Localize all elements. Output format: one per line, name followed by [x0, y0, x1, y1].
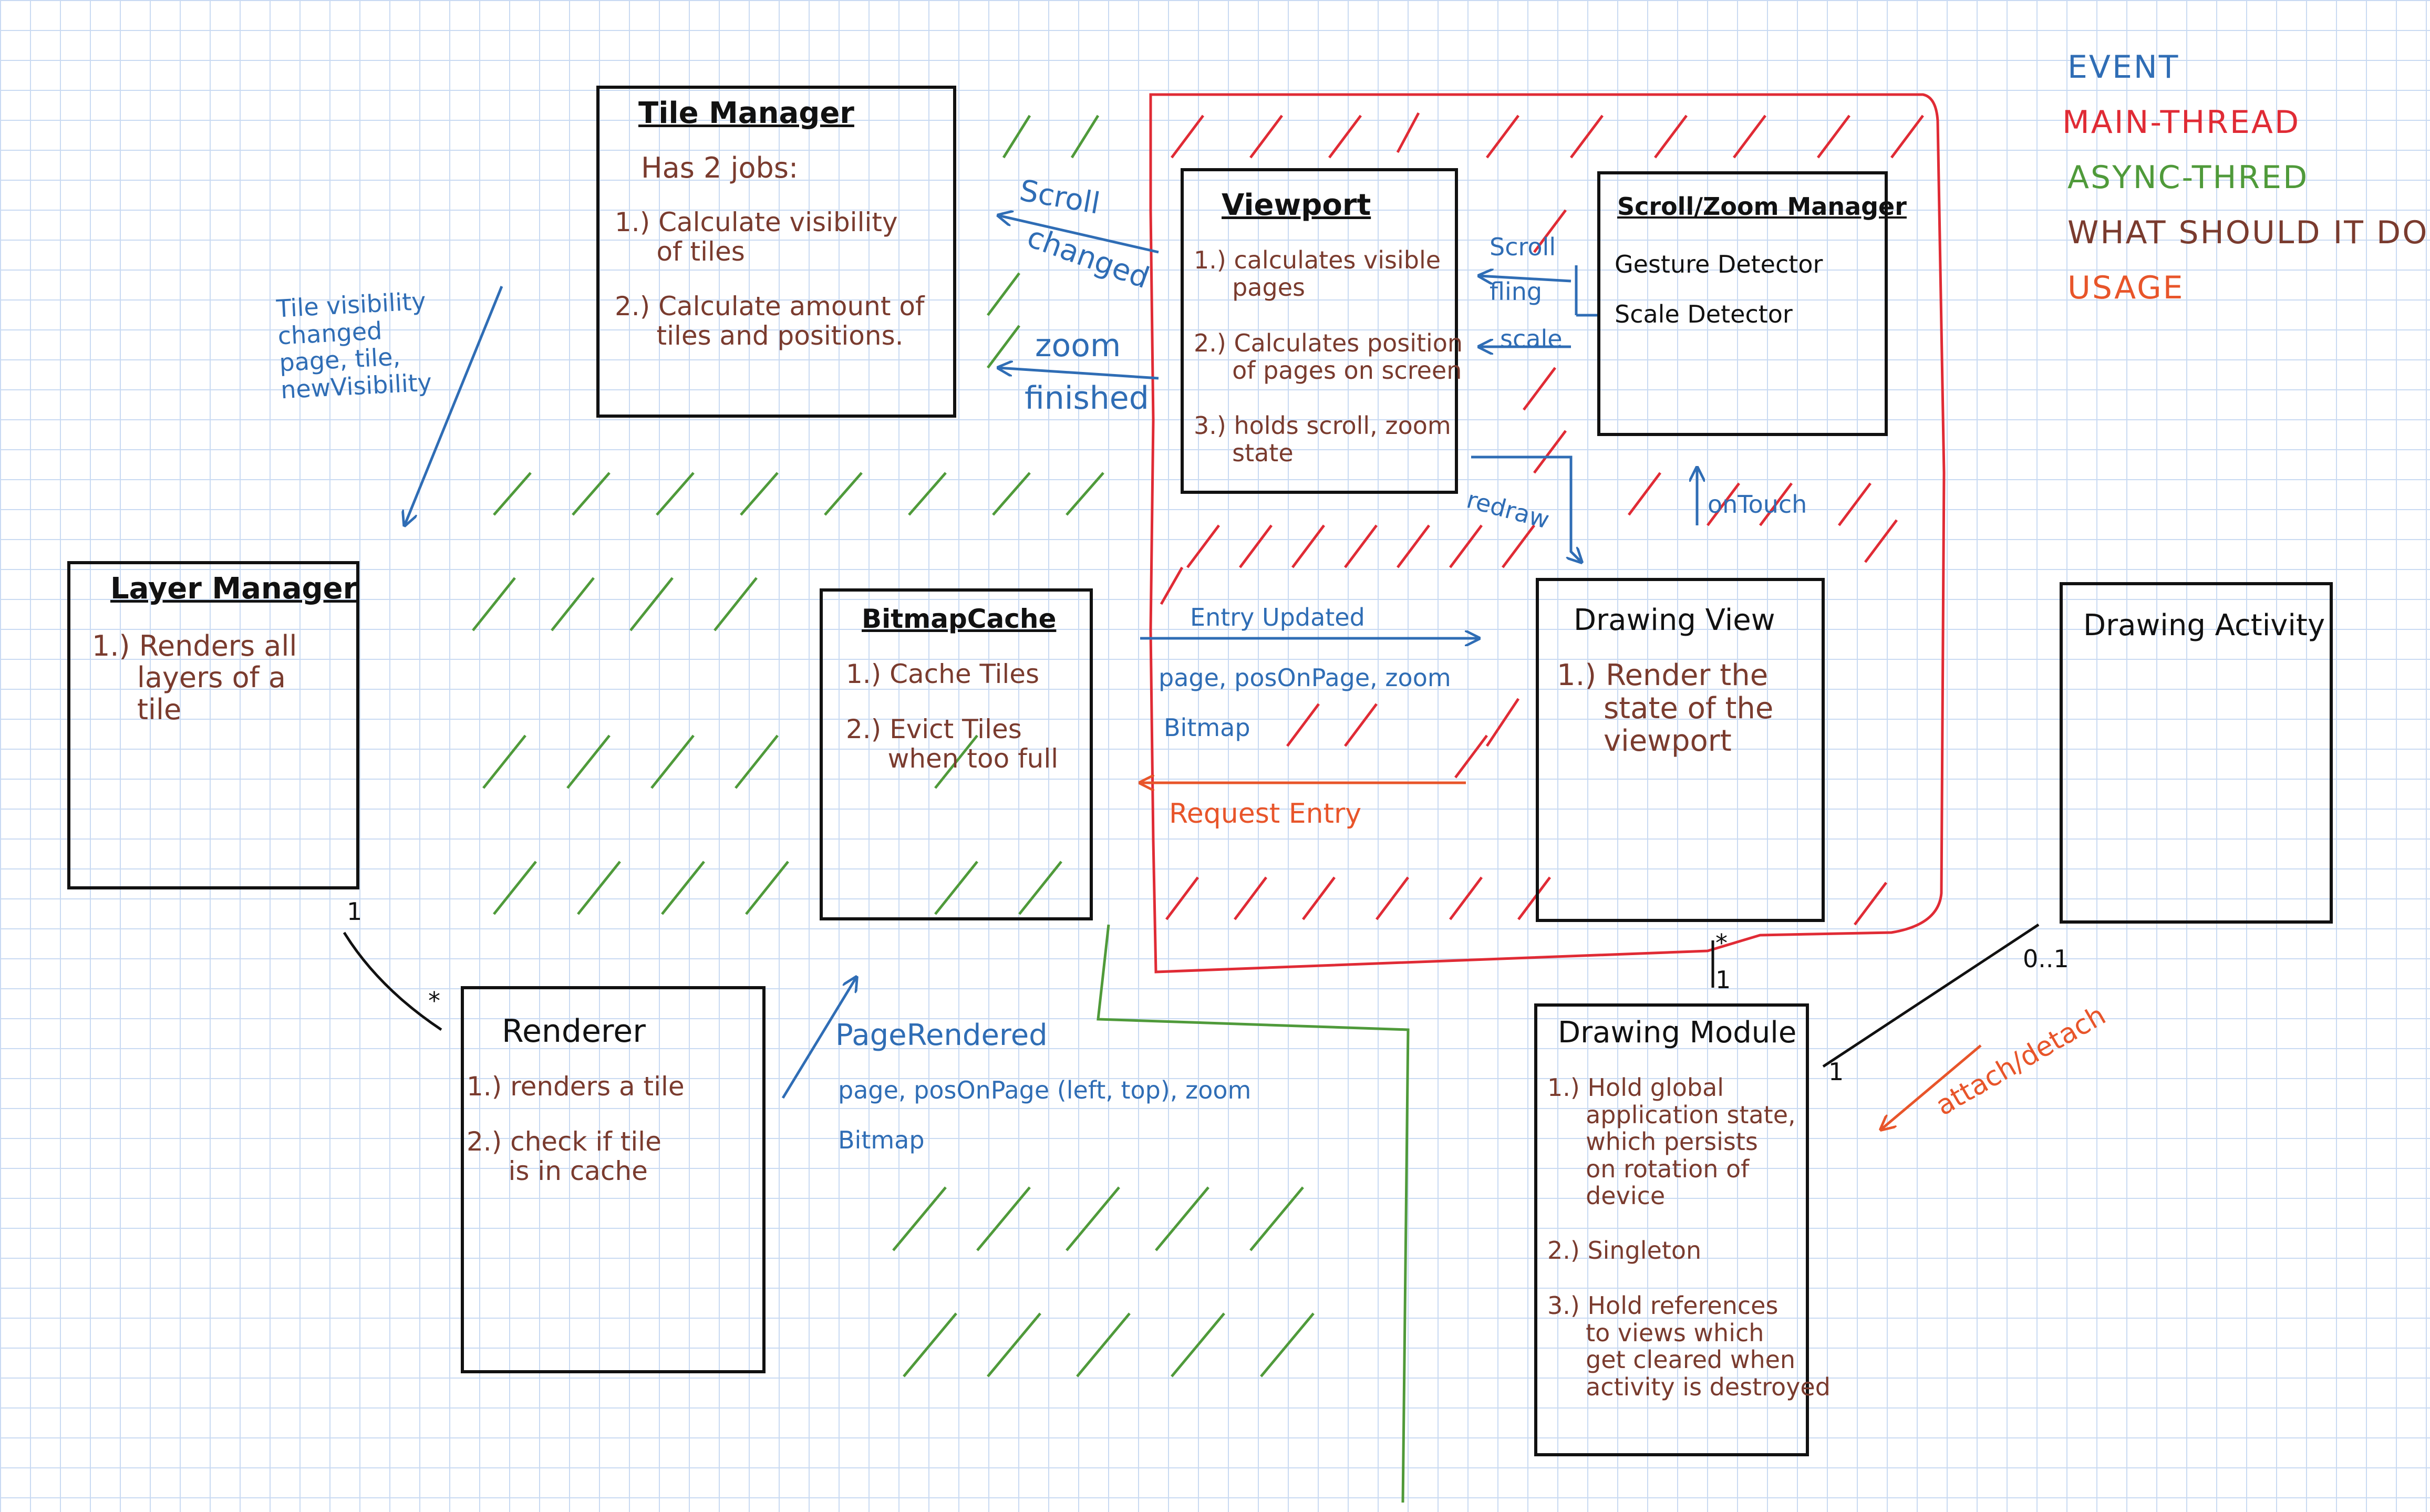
scroll-zoom-manager-title: Scroll/Zoom Manager	[1617, 192, 1907, 221]
event-scale: scale	[1500, 325, 1563, 353]
event-page-params-line-1: page, posOnPage (left, top), zoom	[838, 1076, 1252, 1104]
event-scroll: Scroll	[1490, 233, 1556, 261]
renderer-title: Renderer	[502, 1013, 646, 1050]
drawing-view-item-1: 1.) Render the state of the viewport	[1557, 658, 1774, 759]
main-thread-region	[1149, 93, 1946, 974]
event-page-rendered: PageRendered	[835, 1018, 1048, 1052]
event-on-touch: onTouch	[1708, 490, 1807, 519]
usage-arrows	[1140, 783, 1982, 1130]
multiplicity-view-many: *	[1715, 929, 1728, 957]
usage-request-entry: Request Entry	[1169, 798, 1362, 830]
main-thread-hatching	[1160, 112, 1924, 926]
gesture-detector-label: Gesture Detector	[1615, 250, 1823, 278]
multiplicity-module-one-right: 1	[1828, 1058, 1844, 1086]
legend-usage: USAGE	[2067, 270, 2185, 306]
event-zoom-finished-line-1: zoom	[1035, 327, 1121, 364]
renderer-box	[461, 986, 766, 1373]
event-entry-params-line-1: page, posOnPage, zoom	[1159, 664, 1451, 692]
tile-manager-title: Tile Manager	[638, 96, 854, 130]
multiplicity-layer-one: 1	[347, 897, 363, 926]
drawing-view-box	[1536, 578, 1825, 922]
scale-detector-label: Scale Detector	[1615, 300, 1793, 328]
layer-manager-box	[67, 561, 359, 889]
association-lines	[343, 923, 2040, 1068]
legend-async-thread: ASYNC-THRED	[2067, 159, 2309, 196]
drawing-module-item-1: 1.) Hold global application state, which…	[1547, 1073, 1796, 1210]
drawing-module-item-2: 2.) Singleton	[1547, 1236, 1702, 1265]
viewport-item-2: 2.) Calculates position of pages on scre…	[1194, 329, 1463, 385]
scroll-zoom-manager-box	[1597, 171, 1888, 436]
drawing-activity-box	[2060, 582, 2333, 924]
layer-manager-item-1: 1.) Renders all layers of a tile	[92, 629, 297, 726]
renderer-item-1: 1.) renders a tile	[467, 1071, 685, 1102]
legend-main-thread: MAIN-THREAD	[2062, 104, 2301, 141]
renderer-item-2: 2.) check if tile is in cache	[467, 1126, 661, 1186]
tile-manager-box	[596, 86, 956, 418]
drawing-view-title: Drawing View	[1574, 603, 1775, 637]
event-tile-visibility-changed: Tile visibility changed page, tile, newV…	[275, 286, 433, 404]
drawing-module-box	[1534, 1003, 1809, 1456]
event-entry-params-line-2: Bitmap	[1164, 713, 1250, 742]
viewport-item-3: 3.) holds scroll, zoom state	[1194, 411, 1451, 467]
async-thread-region	[1097, 924, 1410, 1503]
drawing-module-item-3: 3.) Hold references to views which get c…	[1547, 1291, 1831, 1401]
tile-manager-job-2: 2.) Calculate amount of tiles and positi…	[615, 291, 925, 351]
tile-manager-intro: Has 2 jobs:	[641, 151, 799, 184]
multiplicity-module-one: 1	[1715, 966, 1731, 994]
event-zoom-finished-line-2: finished	[1025, 380, 1149, 417]
tile-manager-job-1: 1.) Calculate visibility of tiles	[615, 207, 898, 267]
bitmap-cache-title: BitmapCache	[862, 604, 1057, 634]
viewport-box	[1181, 168, 1458, 494]
layer-manager-title: Layer Manager	[110, 572, 358, 606]
async-thread-hatching	[472, 115, 1315, 1378]
drawing-activity-title: Drawing Activity	[2083, 608, 2325, 643]
legend-event: EVENT	[2067, 49, 2180, 86]
event-entry-updated: Entry Updated	[1190, 603, 1365, 631]
multiplicity-renderer-many: *	[428, 987, 440, 1015]
bitmap-cache-box	[820, 588, 1093, 920]
viewport-title: Viewport	[1222, 188, 1371, 222]
event-fling: fling	[1490, 277, 1543, 306]
bitmap-cache-item-1: 1.) Cache Tiles	[846, 659, 1040, 689]
event-page-params-line-2: Bitmap	[838, 1126, 925, 1154]
event-arrows	[405, 215, 1697, 1099]
legend-what-should-it-do: WHAT SHOULD IT DO	[2067, 214, 2429, 251]
viewport-item-1: 1.) calculates visible pages	[1194, 246, 1441, 302]
bitmap-cache-item-2: 2.) Evict Tiles when too full	[846, 714, 1059, 774]
drawing-module-title: Drawing Module	[1558, 1016, 1797, 1050]
multiplicity-activity-zero-one: 0..1	[2023, 945, 2069, 973]
